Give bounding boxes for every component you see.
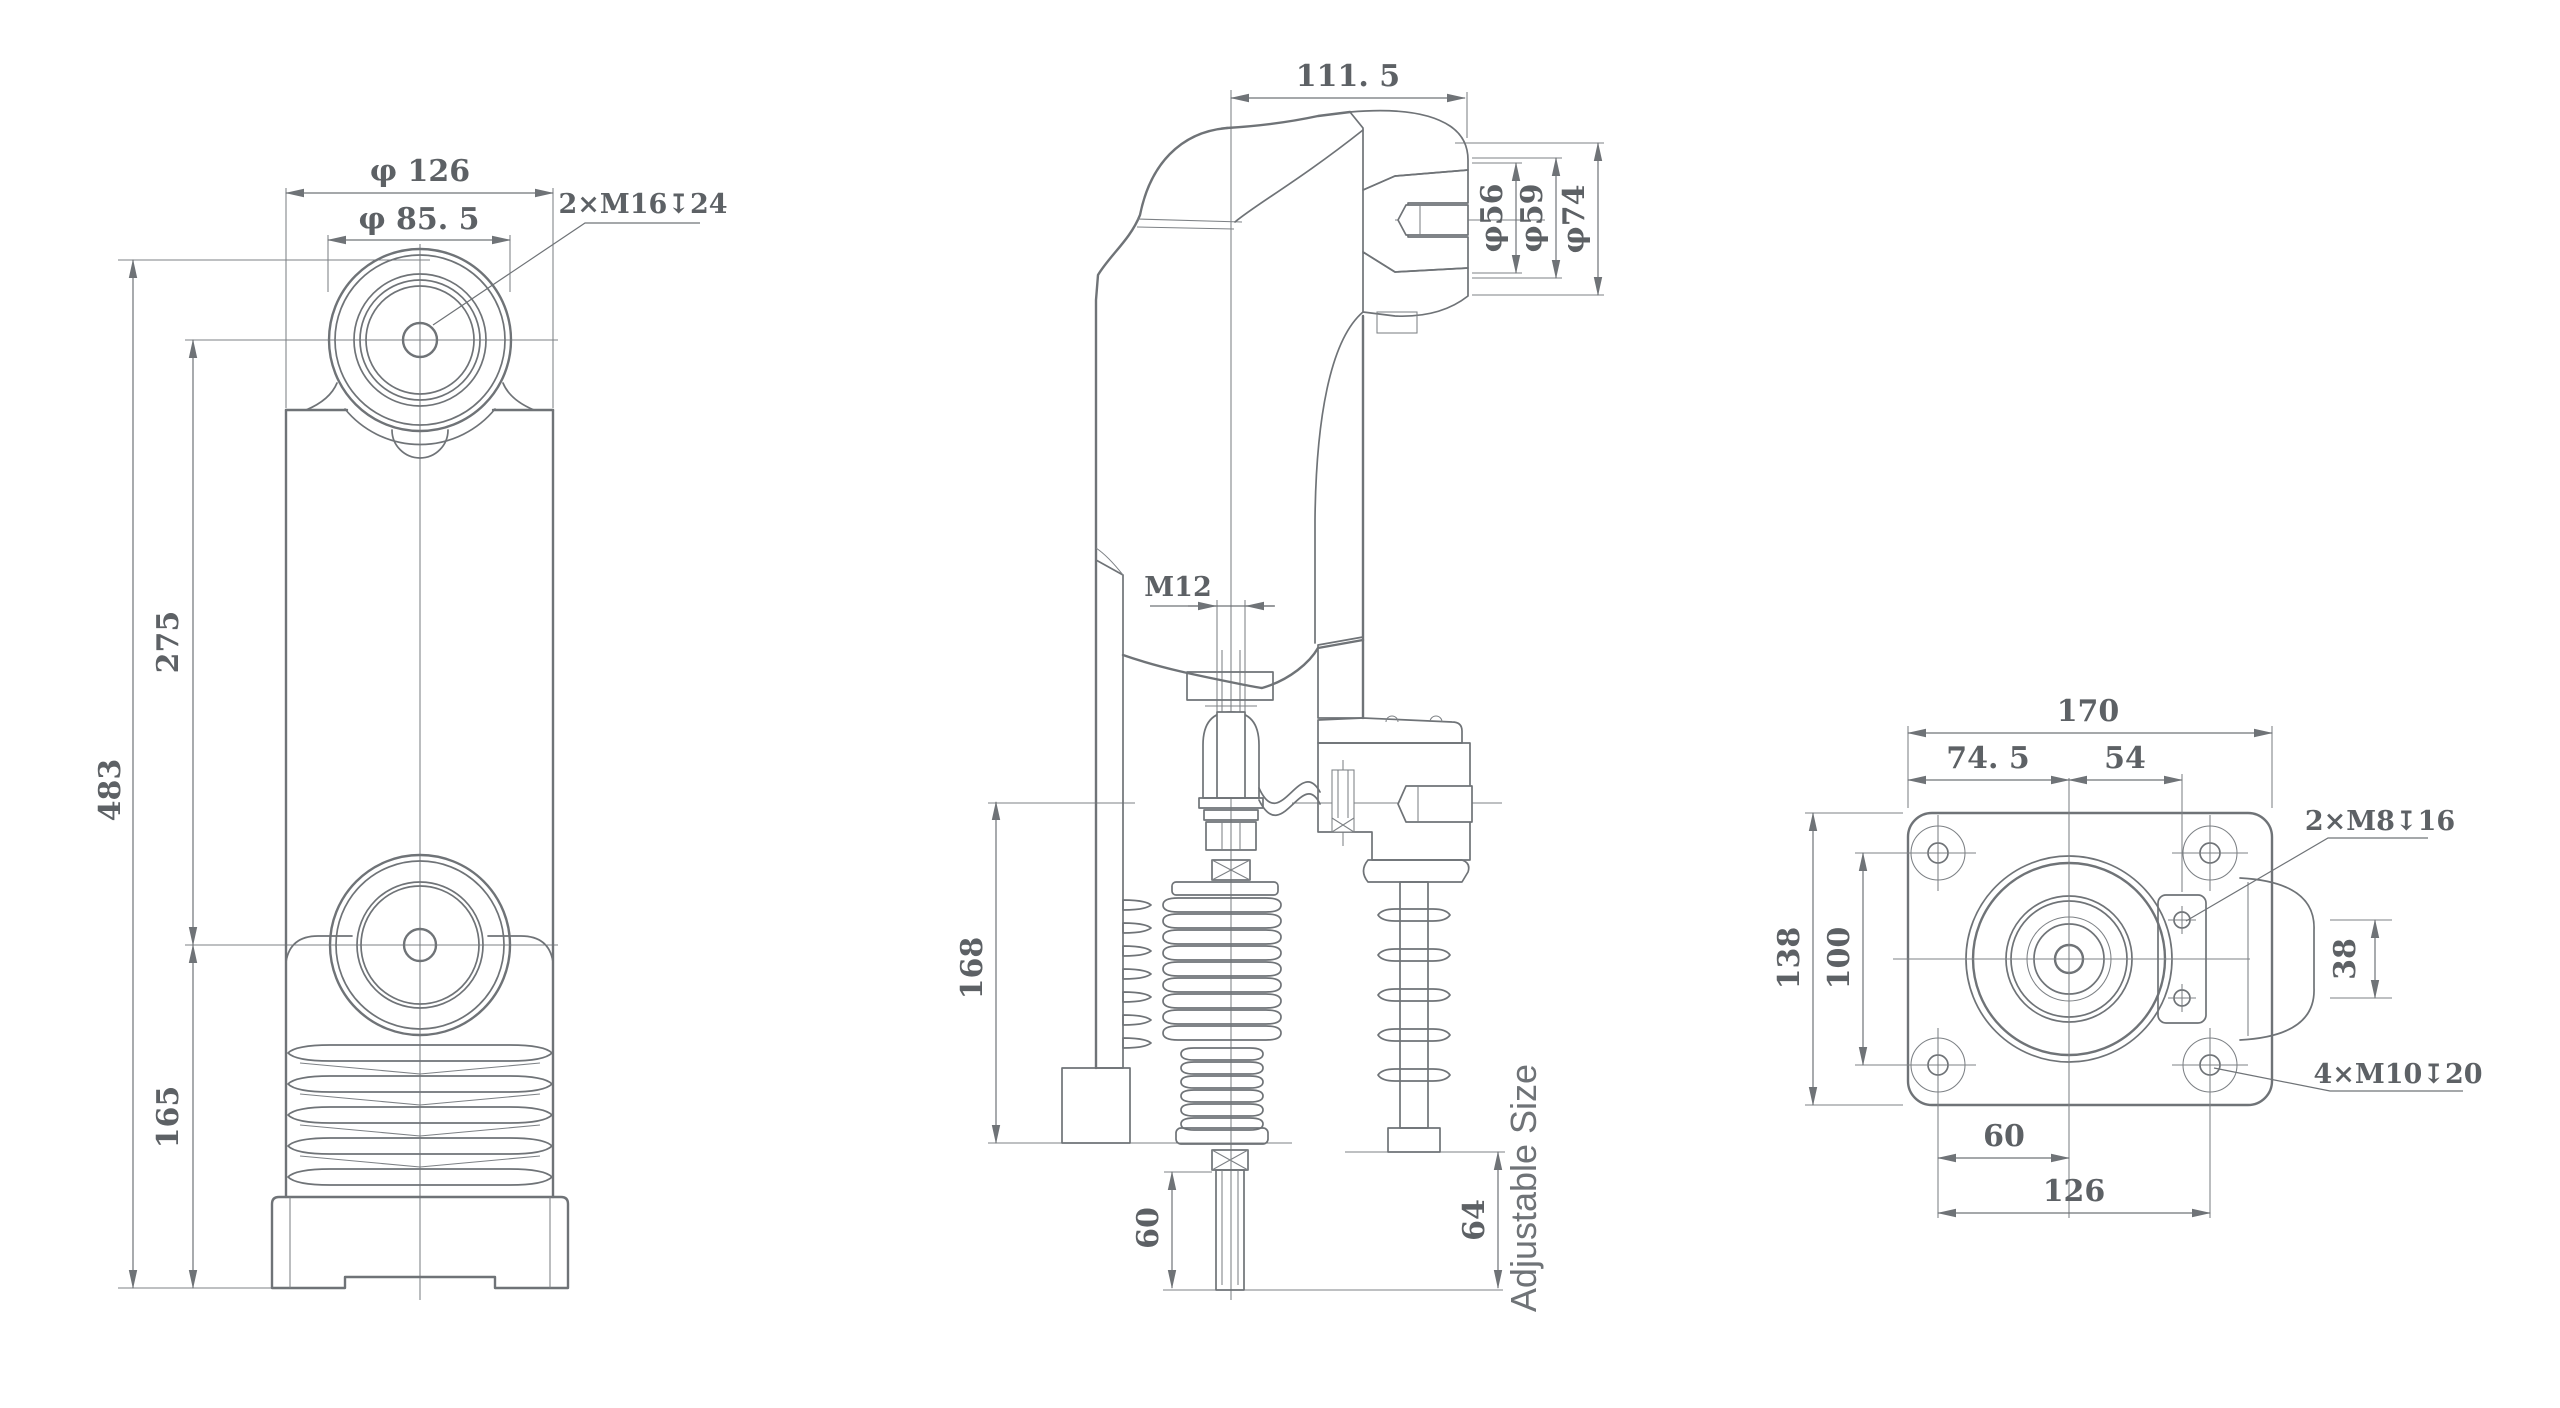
dim-phi85-5: φ 85. 5 — [358, 202, 479, 237]
dim-100: 100 — [1822, 927, 1857, 990]
dim-m12: M12 — [1144, 572, 1211, 603]
epoxy-terminal-collar — [1317, 717, 1463, 744]
section-view: 111. 5 φ56 φ59 φ74 M12 168 60 64 Adjusta… — [955, 59, 1604, 1312]
dim-thread-top: 2×M16↧24 — [558, 189, 727, 220]
epoxy-tail-foot — [1387, 1127, 1441, 1153]
bellows — [1162, 897, 1282, 1131]
dim-165: 165 — [151, 1086, 186, 1149]
dim-111-5: 111. 5 — [1296, 59, 1400, 94]
left-skirt-fins — [1122, 899, 1152, 1049]
leader-thread-top — [432, 222, 700, 326]
center-boss — [1893, 778, 2250, 1218]
side-lug — [2239, 877, 2315, 1041]
dim-phi59: φ59 — [1515, 184, 1550, 253]
section-view-centerlines — [988, 90, 1604, 1300]
dim-m8: 2×M8↧16 — [2305, 806, 2455, 837]
epoxy-elbow-top — [1349, 109, 1469, 191]
dim-74-5: 74. 5 — [1946, 741, 2030, 776]
dim-60: 60 — [1983, 1119, 2025, 1154]
leader-m8 — [2185, 837, 2428, 922]
dim-168: 168 — [955, 937, 990, 1000]
dim-phi74: φ74 — [1557, 185, 1592, 254]
dim-275: 275 — [151, 611, 186, 674]
epoxy-right-wall — [1317, 636, 1364, 719]
dim-64-stroke: 64 — [1457, 1199, 1492, 1241]
epoxy-tail-stem — [1399, 881, 1429, 1129]
dim-170: 170 — [2057, 694, 2120, 729]
dim-phi56: φ56 — [1475, 184, 1510, 253]
front-view-fins — [287, 1044, 553, 1186]
dim-483: 483 — [93, 759, 128, 822]
epoxy-terminal-skirt — [1362, 859, 1470, 883]
dim-126: 126 — [2043, 1174, 2106, 1209]
epoxy-left-wall — [1095, 559, 1124, 1069]
bottom-view: 170 74. 5 54 2×M8↧16 38 4×M10↧20 138 100… — [1772, 694, 2483, 1218]
right-tail-fins — [1377, 908, 1451, 1082]
front-view-dimensions: φ 126 φ 85. 5 2×M16↧24 483 275 165 — [93, 154, 728, 1289]
dim-54: 54 — [2104, 741, 2146, 776]
m8-hole-plate — [2157, 894, 2207, 1024]
dim-138: 138 — [1772, 927, 1807, 990]
epoxy-elbow-bottom — [1362, 251, 1469, 317]
front-view: φ 126 φ 85. 5 2×M16↧24 483 275 165 — [93, 154, 728, 1300]
dim-38: 38 — [2328, 938, 2363, 980]
bottom-view-dimensions: 170 74. 5 54 2×M8↧16 38 4×M10↧20 138 100… — [1772, 694, 2483, 1218]
section-view-geometry — [1094, 110, 1473, 1291]
dim-phi126: φ 126 — [370, 154, 470, 189]
section-view-dimensions: 111. 5 φ56 φ59 φ74 M12 168 60 64 Adjusta… — [955, 59, 1603, 1312]
dim-60-stroke: 60 — [1131, 1207, 1166, 1249]
front-view-base — [270, 1195, 570, 1290]
front-view-geometry — [270, 247, 570, 1290]
epoxy-left-foot — [1061, 1067, 1131, 1144]
dim-m10: 4×M10↧20 — [2313, 1059, 2482, 1090]
leader-m10 — [2213, 1067, 2463, 1092]
adjustable-size-note: Adjustable Size — [1503, 1064, 1544, 1312]
mounting-holes — [1855, 815, 2248, 1218]
bottom-view-geometry — [1855, 778, 2315, 1218]
